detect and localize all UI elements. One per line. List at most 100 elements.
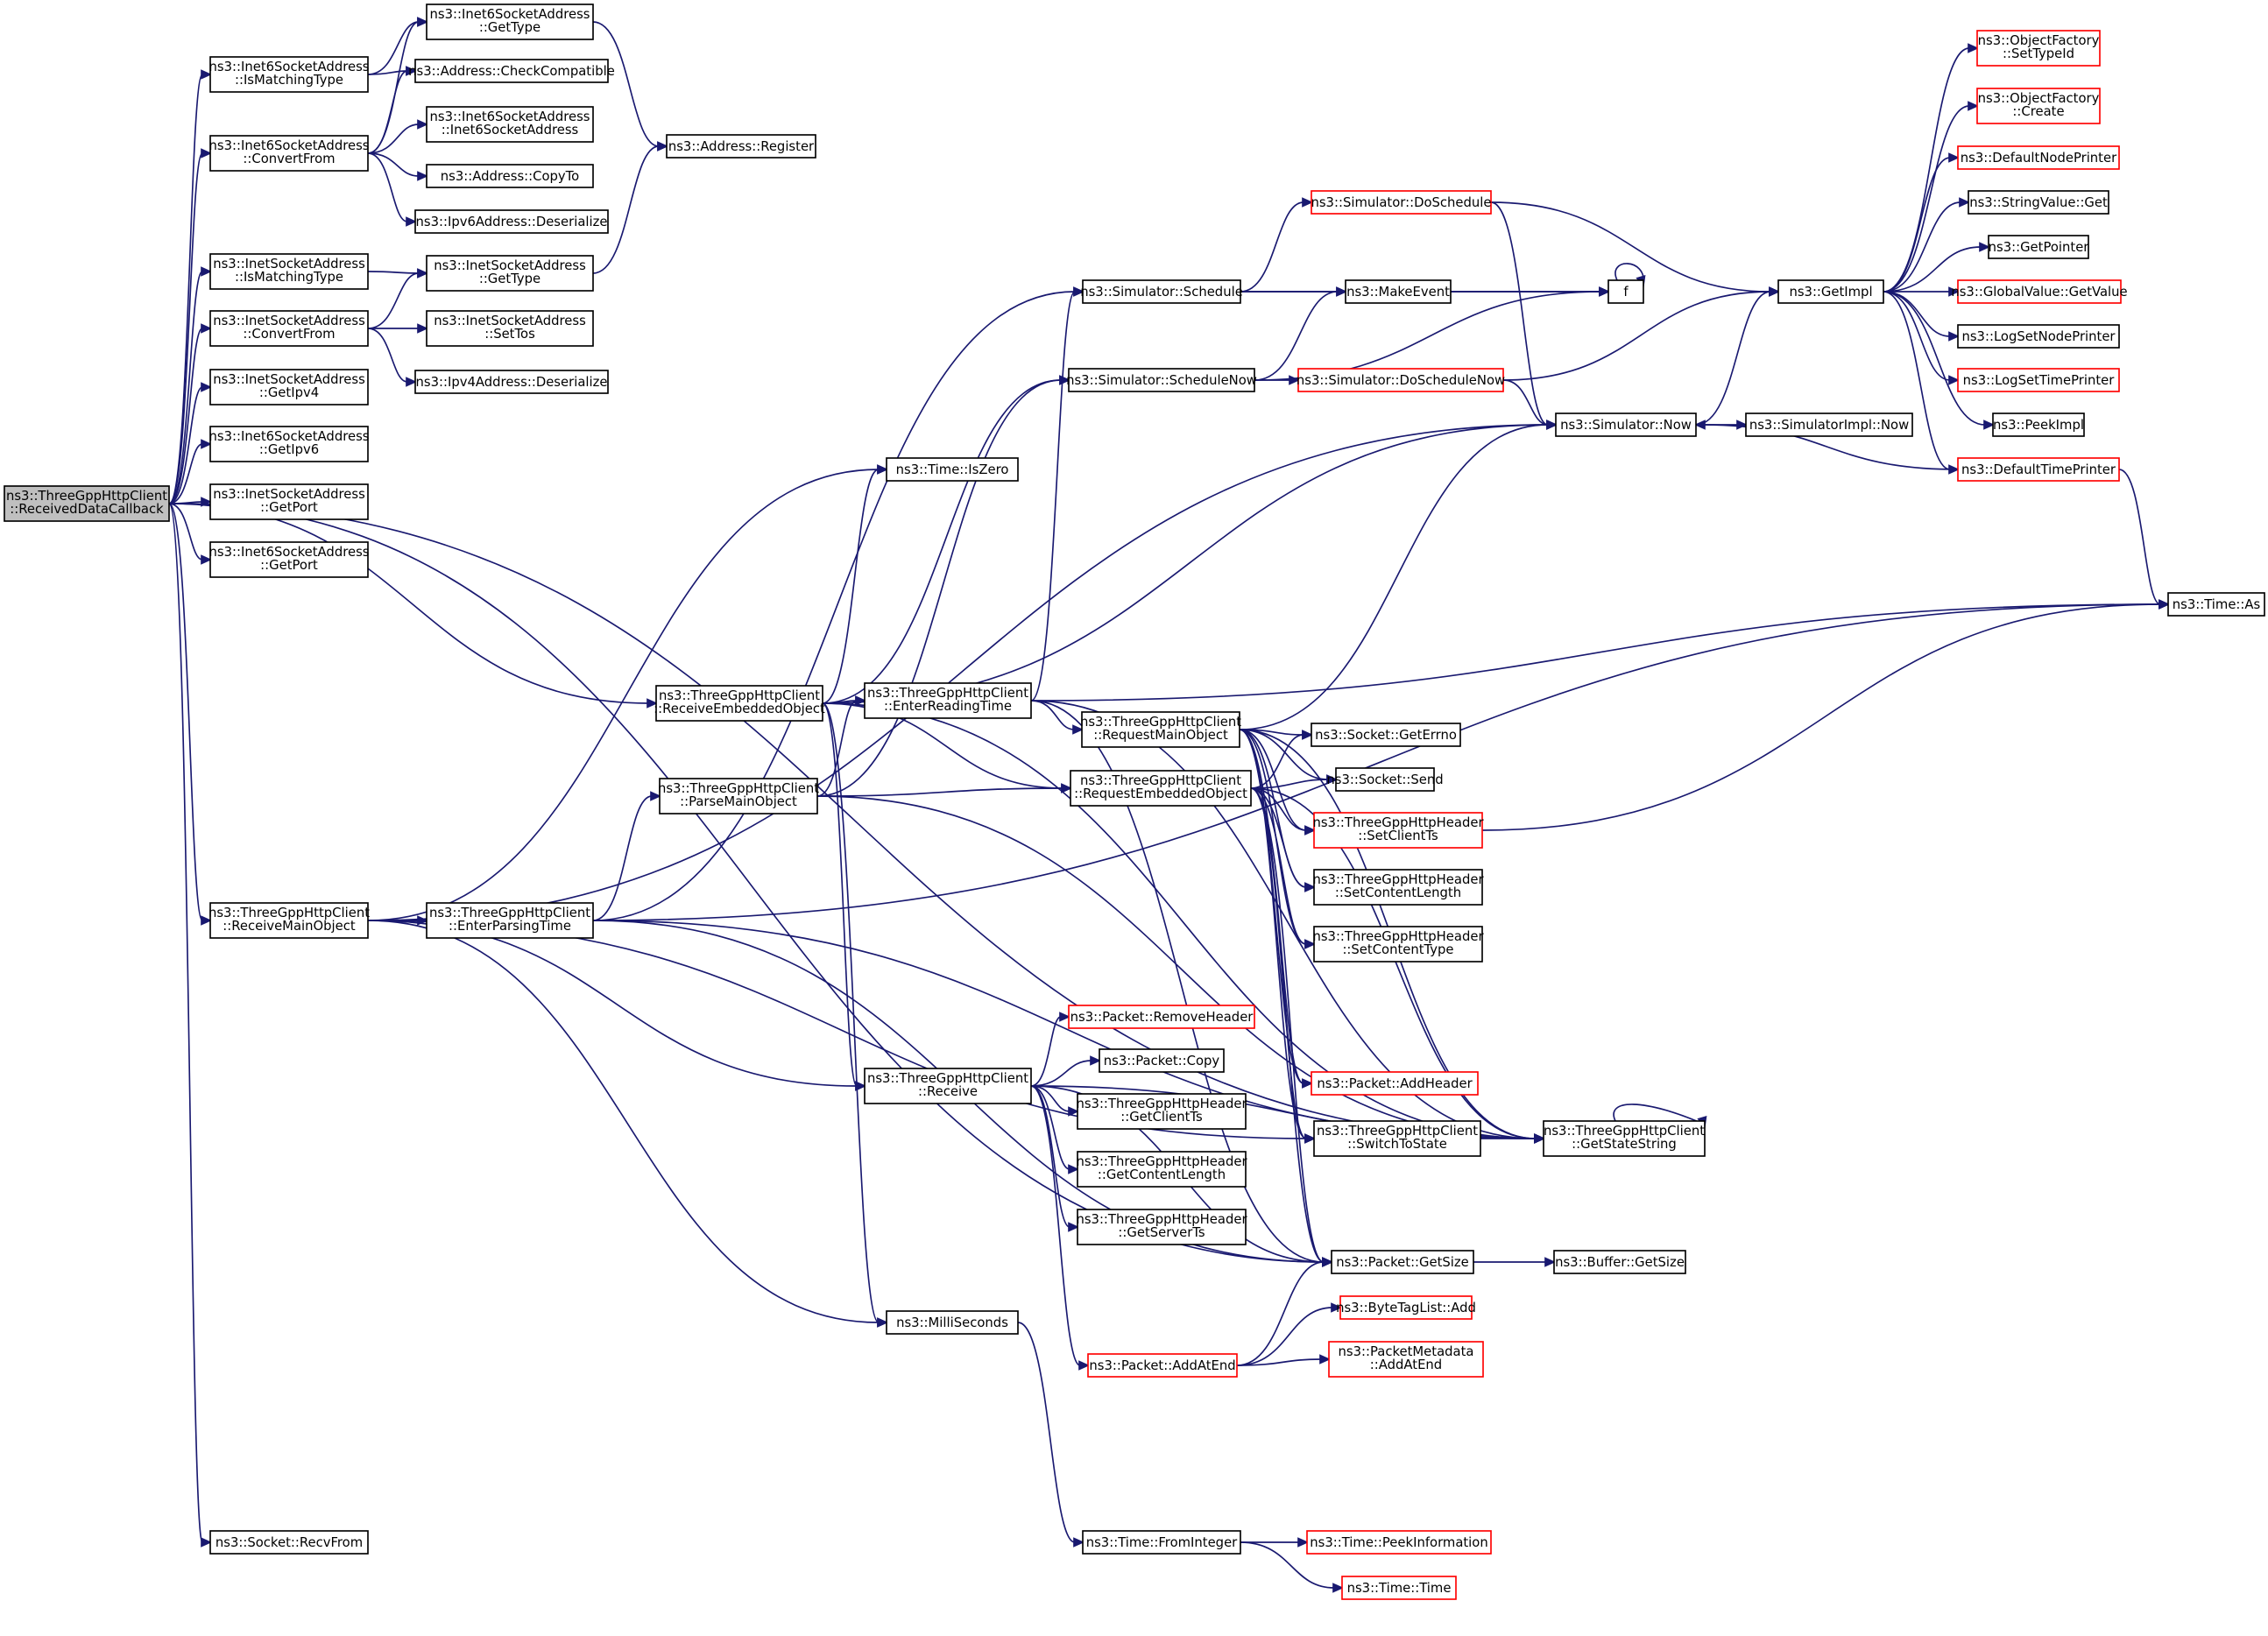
node-time-peekinfo[interactable]: ns3::Time::PeekInformation <box>1306 1530 1492 1555</box>
call-edge-recv_main-time_iszero <box>367 464 889 921</box>
node-hdr-getclientts[interactable]: ns3::ThreeGppHttpHeader::GetClientTs <box>1076 1093 1247 1130</box>
node-of-create[interactable]: ns3::ObjectFactory::Create <box>1976 88 2101 124</box>
node-i6-ismatch[interactable]: ns3::Inet6SocketAddress::IsMatchingType <box>209 56 370 93</box>
node-getpointer[interactable]: ns3::GetPointer <box>1988 235 2090 259</box>
node-getimpl[interactable]: ns3::GetImpl <box>1777 279 1884 304</box>
node-time-frominteger[interactable]: ns3::Time::FromInteger <box>1082 1530 1241 1555</box>
node-hdr-getcontentlength[interactable]: ns3::ThreeGppHttpHeader::GetContentLengt… <box>1076 1151 1247 1188</box>
call-edge-parse_main-enter_reading <box>816 695 867 797</box>
node-label: ns3::Inet6SocketAddress <box>209 545 370 560</box>
node-addr-check[interactable]: ns3::Address::CheckCompatible <box>408 59 615 83</box>
node-pkt-addheader[interactable]: ns3::Packet::AddHeader <box>1311 1071 1479 1096</box>
node-i4-convert[interactable]: ns3::InetSocketAddress::ConvertFrom <box>209 310 369 347</box>
node-switchtostate[interactable]: ns3::ThreeGppHttpClient::SwitchToState <box>1313 1120 1481 1157</box>
call-edge-getimpl-logsettime <box>1883 291 1961 385</box>
node-time-iszero[interactable]: ns3::Time::IsZero <box>886 457 1019 482</box>
node-label: ns3::GlobalValue::GetValue <box>1951 285 2127 300</box>
node-i6-gettype[interactable]: ns3::Inet6SocketAddress::GetType <box>426 4 594 40</box>
node-i6-convert[interactable]: ns3::Inet6SocketAddress::ConvertFrom <box>209 135 370 172</box>
node-i4-getport[interactable]: ns3::InetSocketAddress::GetPort <box>209 483 369 520</box>
node-label: ns3::ThreeGppHttpHeader <box>1076 1097 1247 1111</box>
node-label: ::SetTypeId <box>2003 46 2074 61</box>
node-label: ns3::Inet6SocketAddress <box>430 109 590 124</box>
node-milliseconds[interactable]: ns3::MilliSeconds <box>886 1310 1019 1335</box>
node-box <box>886 1310 1019 1335</box>
call-edge-getimpl-peekimpl <box>1883 291 1996 430</box>
node-sim-doschedulenow[interactable]: ns3::Simulator::DoScheduleNow <box>1297 368 1505 392</box>
node-label: ns3::Ipv4Address::Deserialize <box>416 375 608 390</box>
node-buf-getsize[interactable]: ns3::Buffer::GetSize <box>1553 1250 1686 1274</box>
node-pktmeta-addatend[interactable]: ns3::PacketMetadata::AddAtEnd <box>1328 1341 1484 1378</box>
node-pkt-getsize[interactable]: ns3::Packet::GetSize <box>1331 1250 1474 1274</box>
node-i4-gettype[interactable]: ns3::InetSocketAddress::GetType <box>426 255 594 292</box>
node-deftimeprinter[interactable]: ns3::DefaultTimePrinter <box>1957 457 2120 482</box>
node-box <box>1543 1120 1706 1157</box>
node-time-as[interactable]: ns3::Time::As <box>2167 592 2265 617</box>
node-f[interactable]: f <box>1607 279 1644 304</box>
node-parse-main[interactable]: ns3::ThreeGppHttpClient::ParseMainObject <box>658 778 819 814</box>
node-recv-embedded[interactable]: ns3::ThreeGppHttpClient::ReceiveEmbedded… <box>654 685 825 722</box>
node-i4-getipv4[interactable]: ns3::InetSocketAddress::GetIpv4 <box>209 369 369 405</box>
call-edge-root-i4_convert <box>168 323 213 504</box>
node-enter-parsing[interactable]: ns3::ThreeGppHttpClient::EnterParsingTim… <box>426 902 594 939</box>
node-hdr-setcontentlength[interactable]: ns3::ThreeGppHttpHeader::SetContentLengt… <box>1312 869 1484 906</box>
node-of-settypeid[interactable]: ns3::ObjectFactory::SetTypeId <box>1976 30 2101 67</box>
node-label: ns3::Inet6SocketAddress <box>209 60 370 74</box>
node-pkt-removeheader[interactable]: ns3::Packet::RemoveHeader <box>1068 1005 1255 1029</box>
node-getstatestring[interactable]: ns3::ThreeGppHttpClient::GetStateString <box>1543 1120 1706 1157</box>
node-receive[interactable]: ns3::ThreeGppHttpClient::Receive <box>864 1068 1032 1104</box>
call-edge-hdr_setclientts-time_as <box>1481 599 2171 831</box>
node-label: ns3::ThreeGppHttpClient <box>6 489 167 504</box>
node-hdr-setclientts[interactable]: ns3::ThreeGppHttpHeader::SetClientTs <box>1312 812 1484 849</box>
node-label: ::RequestEmbeddedObject <box>1074 786 1247 801</box>
node-enter-reading[interactable]: ns3::ThreeGppHttpClient::EnterReadingTim… <box>864 682 1032 719</box>
node-pkt-addatend[interactable]: ns3::Packet::AddAtEnd <box>1087 1353 1238 1378</box>
node-req-main[interactable]: ns3::ThreeGppHttpClient::RequestMainObje… <box>1080 711 1241 748</box>
node-sim-doschedule[interactable]: ns3::Simulator::DoSchedule <box>1311 190 1492 215</box>
node-ipv4-deser[interactable]: ns3::Ipv4Address::Deserialize <box>414 370 609 394</box>
node-label: ns3::ThreeGppHttpHeader <box>1312 872 1484 887</box>
node-i4-settos[interactable]: ns3::InetSocketAddress::SetTos <box>426 310 594 347</box>
node-hdr-setcontenttype[interactable]: ns3::ThreeGppHttpHeader::SetContentType <box>1312 926 1484 963</box>
node-sim-schedule[interactable]: ns3::Simulator::Schedule <box>1080 279 1243 304</box>
node-addr-copyto[interactable]: ns3::Address::CopyTo <box>426 164 594 188</box>
node-recv-main[interactable]: ns3::ThreeGppHttpClient::ReceiveMainObje… <box>208 902 370 939</box>
node-simimpl-now[interactable]: ns3::SimulatorImpl::Now <box>1745 413 1913 437</box>
node-makeevent[interactable]: ns3::MakeEvent <box>1345 279 1452 304</box>
node-logsettime[interactable]: ns3::LogSetTimePrinter <box>1957 368 2120 392</box>
call-edge-recv_main-milliseconds <box>367 920 889 1328</box>
node-time-time[interactable]: ns3::Time::Time <box>1341 1576 1457 1600</box>
node-root[interactable]: ns3::ThreeGppHttpClient::ReceivedDataCal… <box>4 485 170 522</box>
node-req-embedded[interactable]: ns3::ThreeGppHttpClient::RequestEmbedded… <box>1070 770 1252 807</box>
node-box <box>209 135 369 172</box>
node-label: ::GetStateString <box>1572 1137 1677 1152</box>
node-globalvalue-get[interactable]: ns3::GlobalValue::GetValue <box>1951 279 2128 304</box>
node-box <box>1607 279 1644 304</box>
node-addr-register[interactable]: ns3::Address::Register <box>666 134 816 159</box>
node-i6-getport[interactable]: ns3::Inet6SocketAddress::GetPort <box>209 541 370 578</box>
node-stringvalue-get[interactable]: ns3::StringValue::Get <box>1968 190 2109 215</box>
node-sim-schedulenow[interactable]: ns3::Simulator::ScheduleNow <box>1066 368 1257 392</box>
node-i4-ismatch[interactable]: ns3::InetSocketAddress::IsMatchingType <box>209 253 369 290</box>
node-ipv6-deser[interactable]: ns3::Ipv6Address::Deserialize <box>414 209 609 234</box>
node-pkt-copy[interactable]: ns3::Packet::Copy <box>1099 1048 1225 1073</box>
node-sim-now[interactable]: ns3::Simulator::Now <box>1555 413 1697 437</box>
call-edge-i6_convert-addr_copyto <box>367 152 429 181</box>
node-label: ::Receive <box>918 1084 978 1099</box>
call-edge-pkt_addatend-pktmeta_addatend <box>1236 1354 1332 1366</box>
node-sock-send[interactable]: ns3::Socket::Send <box>1326 767 1444 792</box>
node-box <box>1070 770 1252 807</box>
call-edge-req_embedded-hdr_setcontentlength <box>1250 787 1317 892</box>
node-sock-geterrno[interactable]: ns3::Socket::GetErrno <box>1311 723 1461 747</box>
node-i6-getipv6[interactable]: ns3::Inet6SocketAddress::GetIpv6 <box>209 426 370 462</box>
call-edge-root-sock_recvfrom <box>168 503 213 1548</box>
node-logsetnode[interactable]: ns3::LogSetNodePrinter <box>1957 324 2120 349</box>
node-peekimpl[interactable]: ns3::PeekImpl <box>1992 413 2085 437</box>
node-box <box>1331 1250 1474 1274</box>
node-sock-recvfrom[interactable]: ns3::Socket::RecvFrom <box>209 1530 369 1555</box>
node-bytetag-add[interactable]: ns3::ByteTagList::Add <box>1336 1295 1476 1320</box>
node-hdr-getserverts[interactable]: ns3::ThreeGppHttpHeader::GetServerTs <box>1076 1209 1247 1245</box>
node-defnodeprinter[interactable]: ns3::DefaultNodePrinter <box>1957 145 2120 170</box>
node-i6-ctor[interactable]: ns3::Inet6SocketAddress::Inet6SocketAddr… <box>426 106 594 143</box>
node-label: ::GetIpv4 <box>259 385 319 400</box>
